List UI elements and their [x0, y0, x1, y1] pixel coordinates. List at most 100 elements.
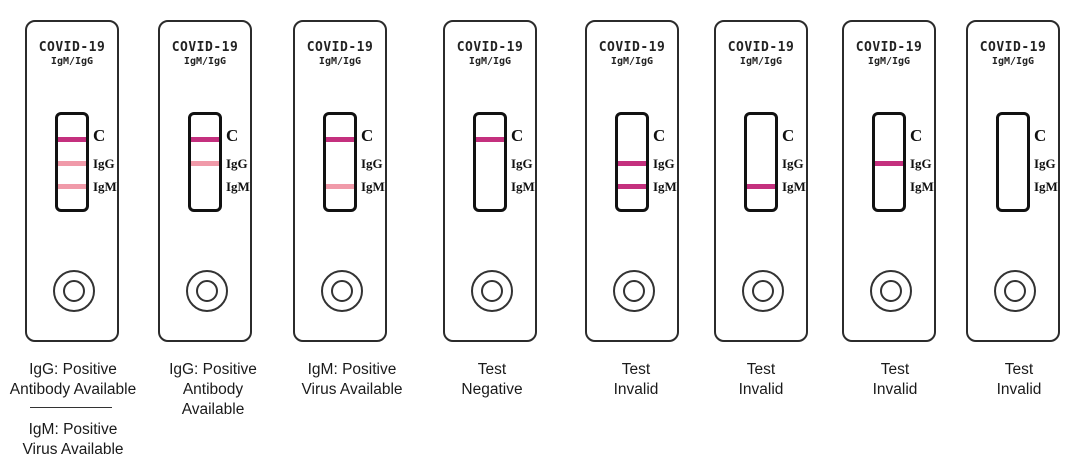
cassette-subtitle: IgM/IgG	[991, 56, 1035, 67]
caption-line: Virus Available	[22, 441, 124, 458]
igm-line-label: IgM	[910, 179, 934, 194]
cassette-subtitle: IgM/IgG	[468, 56, 512, 67]
cassette-title: COVID-19	[456, 40, 524, 55]
sample-well	[321, 270, 363, 312]
igg-line-label: IgG	[910, 156, 932, 171]
igg-line-strong	[875, 161, 903, 166]
igm-line-faint	[326, 184, 354, 189]
result-window	[188, 112, 222, 212]
caption-line: IgG: Positive	[29, 361, 117, 378]
result-window	[55, 112, 89, 212]
sample-well	[613, 270, 655, 312]
caption-line: IgM: Positive	[307, 361, 397, 378]
control-line-label: C	[1034, 126, 1047, 145]
caption-line: Test	[746, 361, 776, 378]
result-window	[996, 112, 1030, 212]
control-line-label: C	[226, 126, 239, 145]
caption-line: Negative	[461, 381, 523, 398]
sample-well-inner	[752, 280, 774, 302]
c-line-strong	[191, 137, 219, 142]
result-window	[615, 112, 649, 212]
c-line-strong	[326, 137, 354, 142]
cassette-title: COVID-19	[727, 40, 795, 55]
control-line-label: C	[511, 126, 524, 145]
cassette-subtitle: IgM/IgG	[739, 56, 783, 67]
sample-well-inner	[481, 280, 503, 302]
igm-line-label: IgM	[653, 179, 677, 194]
igg-line-label: IgG	[782, 156, 804, 171]
sample-well	[742, 270, 784, 312]
cassette-title: COVID-19	[598, 40, 666, 55]
sample-well	[53, 270, 95, 312]
caption-line: Available	[181, 401, 245, 418]
caption-line: Test	[880, 361, 910, 378]
cassette-subtitle: IgM/IgG	[50, 56, 94, 67]
igm-line-strong	[747, 184, 775, 189]
igg-line-strong	[618, 161, 646, 166]
control-line-label: C	[93, 126, 106, 145]
cassette-subtitle: IgM/IgG	[867, 56, 911, 67]
caption-line: Invalid	[996, 381, 1042, 398]
sample-well-inner	[623, 280, 645, 302]
caption-line: Antibody	[182, 381, 244, 398]
igm-line-label: IgM	[782, 179, 806, 194]
igg-line-label: IgG	[93, 156, 115, 171]
cassette-subtitle: IgM/IgG	[183, 56, 227, 67]
caption-line: IgM: Positive	[28, 421, 118, 438]
caption-line: Test	[1004, 361, 1034, 378]
sample-well	[186, 270, 228, 312]
igm-line-label: IgM	[226, 179, 250, 194]
result-window	[872, 112, 906, 212]
igg-line-label: IgG	[361, 156, 383, 171]
sample-well-inner	[880, 280, 902, 302]
sample-well-inner	[63, 280, 85, 302]
result-window	[744, 112, 778, 212]
result-window	[473, 112, 507, 212]
cassette-title: COVID-19	[171, 40, 239, 55]
caption-divider	[30, 407, 112, 408]
cassette-subtitle: IgM/IgG	[610, 56, 654, 67]
igg-line-faint	[191, 161, 219, 166]
sample-well	[471, 270, 513, 312]
cassette-title: COVID-19	[855, 40, 923, 55]
c-line-strong	[476, 137, 504, 142]
cassette-title: COVID-19	[306, 40, 374, 55]
caption-line: Invalid	[613, 381, 659, 398]
control-line-label: C	[361, 126, 374, 145]
caption-line: Test	[621, 361, 651, 378]
igg-line-label: IgG	[1034, 156, 1056, 171]
igm-line-label: IgM	[1034, 179, 1058, 194]
igm-line-faint	[58, 184, 86, 189]
igg-line-label: IgG	[226, 156, 248, 171]
igm-line-label: IgM	[93, 179, 117, 194]
sample-well-inner	[196, 280, 218, 302]
sample-well	[994, 270, 1036, 312]
igm-line-label: IgM	[361, 179, 385, 194]
cassette-title: COVID-19	[38, 40, 106, 55]
control-line-label: C	[910, 126, 923, 145]
igg-line-label: IgG	[511, 156, 533, 171]
igg-line-label: IgG	[653, 156, 675, 171]
igg-line-faint	[58, 161, 86, 166]
caption-line: Invalid	[738, 381, 784, 398]
caption-line: Antibody Available	[9, 381, 137, 398]
result-window	[323, 112, 357, 212]
igm-line-label: IgM	[511, 179, 535, 194]
sample-well	[870, 270, 912, 312]
sample-well-inner	[1004, 280, 1026, 302]
